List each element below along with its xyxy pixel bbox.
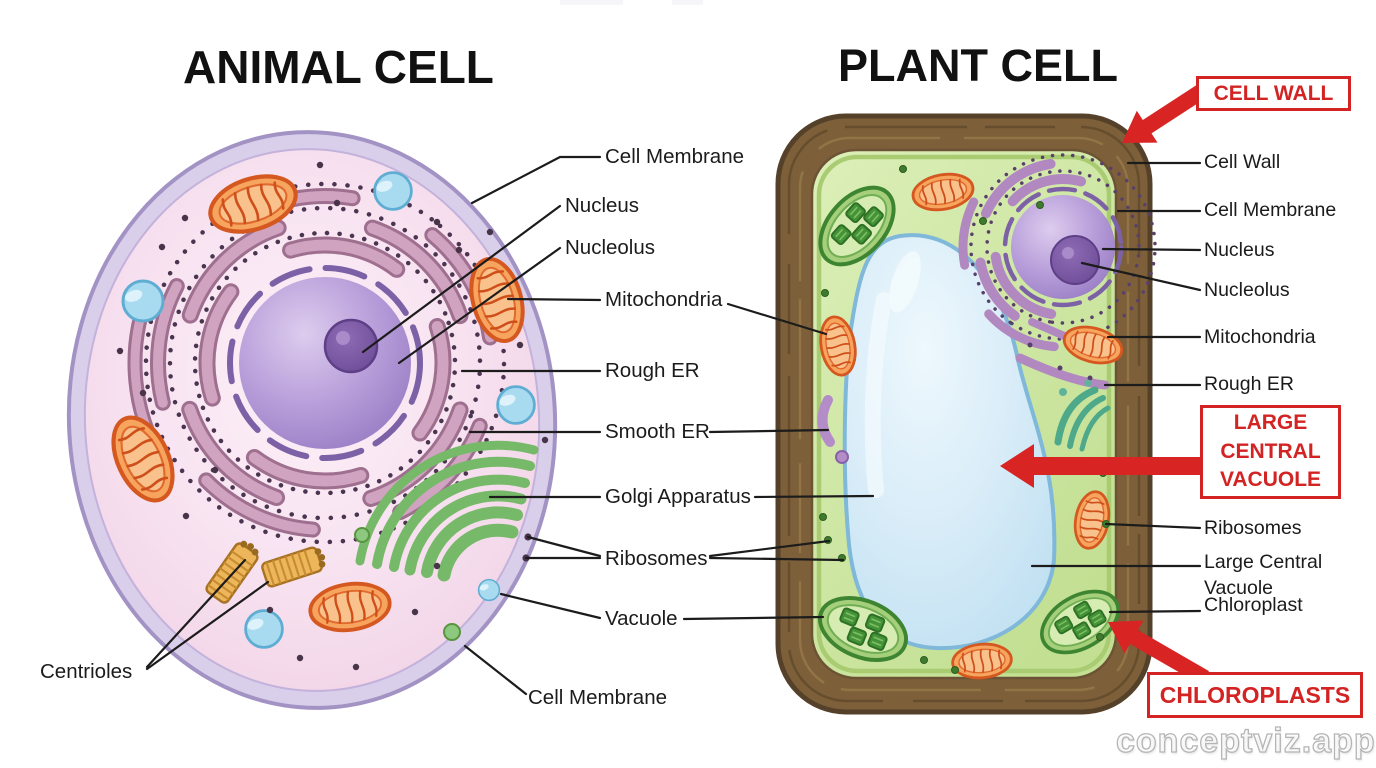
label-rough-er: Rough ER [605,359,700,382]
label-animal-nucleolus: Nucleolus [565,236,656,259]
label-plant-cell-membrane: Cell Membrane [1204,199,1337,221]
top-edge-artifact [560,0,623,5]
label-plant-mitochondria: Mitochondria [1204,326,1316,348]
label-plant-nucleus: Nucleus [1204,239,1275,261]
label-centrioles: Centrioles [40,660,133,683]
plant-golgi-apparatus [1054,379,1111,452]
plant-cell [775,113,1168,715]
callout-large-central-vacuole: LARGE CENTRAL VACUOLE [1200,405,1341,499]
animal-cell-title: ANIMAL CELL [183,41,494,93]
label-plant-chloroplast: Chloroplast [1204,594,1303,616]
label-ribosomes: Ribosomes [605,547,708,570]
animal-nucleus [227,265,423,461]
plant-smooth-er [817,395,849,464]
label-golgi-apparatus: Golgi Apparatus [605,485,751,508]
label-plant-ribosomes: Ribosomes [1204,517,1302,539]
watermark: conceptviz.app [1115,721,1376,760]
plant-nucleolus [1050,235,1100,285]
top-edge-artifact [672,0,703,5]
callout-cell-wall: CELL WALL [1196,76,1351,111]
label-smooth-er: Smooth ER [605,420,710,443]
cell-wall-arrow [1122,84,1207,143]
label-plant-rough-er: Rough ER [1204,373,1294,395]
plant-cell-title: PLANT CELL [838,40,1118,91]
label-animal-cell-membrane-bottom: Cell Membrane [528,686,667,709]
label-vacuole: Vacuole [605,607,678,630]
callout-arrows [1000,84,1209,685]
plant-nucleus [1002,186,1124,308]
label-plant-nucleolus: Nucleolus [1204,279,1290,301]
label-mitochondria: Mitochondria [605,288,723,311]
animal-nucleolus [323,318,379,374]
animal-golgi-apparatus [354,440,539,641]
leader-lines [145,155,1202,696]
large-central-vacuole-arrow [1000,444,1200,488]
label-plant-large-central-vacuole: Large Central Vacuole [1204,551,1323,599]
label-plant-cell-wall: Cell Wall [1204,151,1281,173]
animal-ribosomes [116,161,549,671]
callout-chloroplasts: CHLOROPLASTS [1147,672,1363,718]
label-animal-cell-membrane-top: Cell Membrane [605,145,744,168]
chloroplasts-arrow [1108,620,1209,685]
label-animal-nucleus: Nucleus [565,194,640,217]
